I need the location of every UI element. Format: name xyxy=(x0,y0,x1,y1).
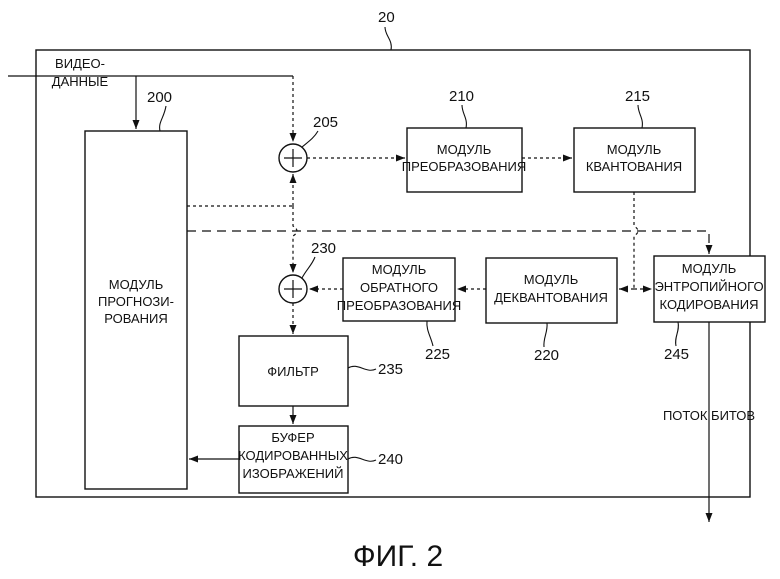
entropy-ref-leader xyxy=(676,322,679,346)
dequant-ref-leader xyxy=(544,323,547,347)
quant-ref: 215 xyxy=(625,88,650,105)
adder2-ref: 230 xyxy=(311,240,336,257)
invtransform-ref-leader xyxy=(427,321,433,346)
filter-label: ФИЛЬТР xyxy=(267,364,319,379)
quant-output-line xyxy=(634,192,638,289)
buffer-ref-leader xyxy=(348,457,376,461)
prediction-info-to-entropy-line xyxy=(187,231,709,254)
prediction-module-box xyxy=(85,131,187,489)
filter-ref: 235 xyxy=(378,361,403,378)
dequant-ref: 220 xyxy=(534,347,559,364)
adder1-ref: 205 xyxy=(313,114,338,131)
adder1-ref-leader xyxy=(302,131,318,147)
quant-ref-leader xyxy=(638,105,642,128)
adder2-ref-leader xyxy=(302,257,315,278)
transform-ref-leader xyxy=(462,105,466,128)
prediction-module-label: МОДУЛЬПРОГНОЗИ-РОВАНИЯ xyxy=(98,277,174,326)
bitstream-label: ПОТОК БИТОВ xyxy=(663,408,755,423)
buffer-ref: 240 xyxy=(378,451,403,468)
device-ref-leader xyxy=(385,27,391,50)
prediction-ref-leader xyxy=(160,106,166,131)
invtransform-ref: 225 xyxy=(425,346,450,363)
figure-caption: ФИГ. 2 xyxy=(353,540,443,573)
device-ref: 20 xyxy=(378,9,395,26)
prediction-to-adder2-line xyxy=(293,206,297,273)
video-input-label: ВИДЕО-ДАННЫЕ xyxy=(52,56,109,89)
transform-ref: 210 xyxy=(449,88,474,105)
filter-ref-leader xyxy=(348,366,376,370)
entropy-ref: 245 xyxy=(664,346,689,363)
prediction-ref: 200 xyxy=(147,89,172,106)
